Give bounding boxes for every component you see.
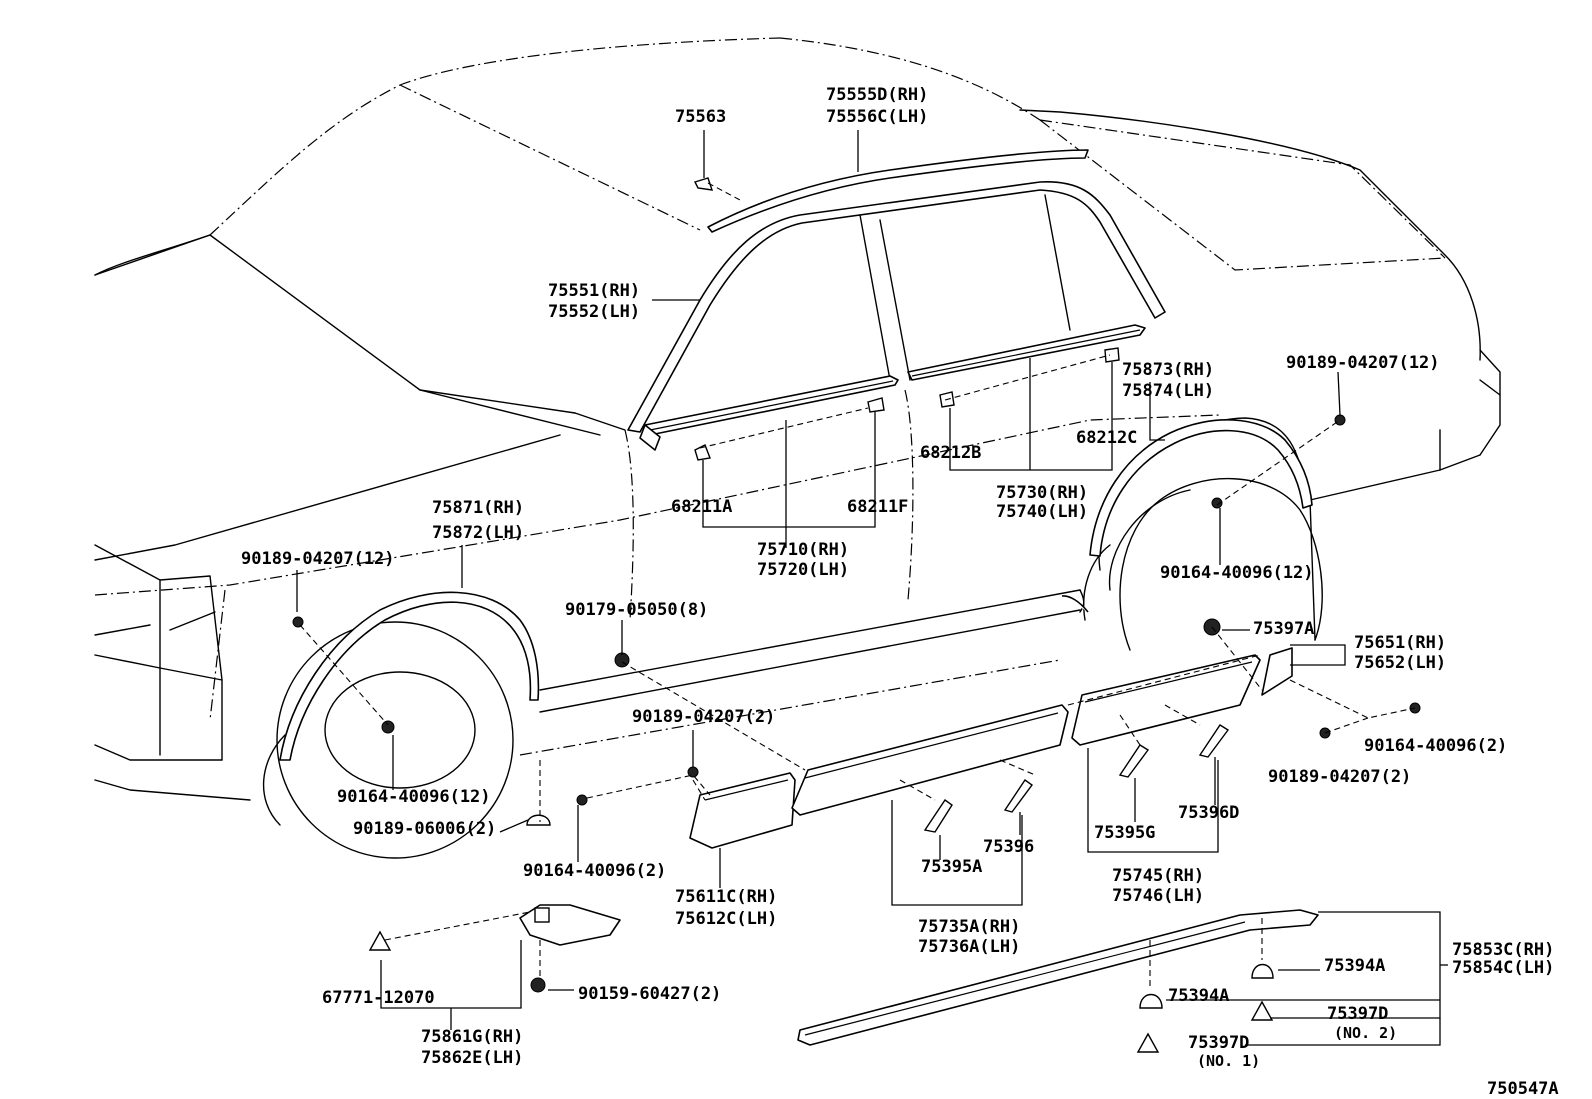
mud-guard-bracket: [519, 904, 621, 946]
front-quarter-side-molding: [689, 772, 796, 849]
part-label-l-75710: 75710(RH): [757, 540, 849, 560]
part-label-l-90189-left: 90189-04207(12): [241, 549, 395, 569]
part-label-l-90164-left: 90164-40096(12): [337, 787, 491, 807]
part-label-l-75555d: 75555D(RH): [826, 85, 928, 105]
part-label-l-75746: 75746(LH): [1112, 886, 1204, 906]
part-number-labels: 75563 75555D(RH)75556C(LH) 75551(RH)75552(…: [241, 85, 1559, 1099]
part-label-l-75397d-1: 75397D: [1188, 1033, 1249, 1053]
car-body-outline: [94, 37, 1501, 859]
part-label-l-90164-2b: 90164-40096(2): [523, 861, 666, 881]
part-label-l-75745: 75745(RH): [1112, 866, 1204, 886]
part-label-l-75720: 75720(LH): [757, 560, 849, 580]
part-label-l-75563: 75563: [675, 107, 726, 127]
explosion-lines: [299, 182, 1416, 990]
rear-door-belt-molding: [907, 324, 1146, 381]
rear-fender-flare: [1089, 419, 1313, 557]
part-label-l-90189-06006: 90189-06006(2): [353, 819, 496, 839]
part-label-l-68211f: 68211F: [847, 497, 908, 517]
part-label-l-75552: 75552(LH): [548, 302, 640, 322]
part-label-l-90189-top: 90189-04207(12): [1286, 353, 1440, 373]
part-label-l-75395g: 75395G: [1094, 823, 1155, 843]
part-label-l-75651: 75651(RH): [1354, 633, 1446, 653]
part-label-l-90189-2b: 90189-04207(2): [1268, 767, 1411, 787]
part-label-l-75652: 75652(LH): [1354, 653, 1446, 673]
leader-lines: [296, 130, 1448, 1046]
part-label-l-75394a-2: 75394A: [1168, 986, 1229, 1006]
front-fender-flare: [279, 591, 540, 761]
part-label-l-75873: 75873(RH): [1122, 360, 1214, 380]
part-label-l-75740: 75740(LH): [996, 502, 1088, 522]
part-label-l-75853c: 75853C(RH): [1452, 940, 1554, 960]
part-label-l-75874: 75874(LH): [1122, 381, 1214, 401]
part-label-l-75854c: 75854C(LH): [1452, 958, 1554, 978]
part-label-l-code: 750547A: [1487, 1079, 1559, 1099]
part-label-l-75612c: 75612C(LH): [675, 909, 777, 929]
front-door-side-molding: [791, 704, 1069, 816]
part-label-l-no2: (NO. 2): [1334, 1024, 1397, 1042]
part-label-l-75872: 75872(LH): [432, 523, 524, 543]
part-label-l-90164-2a: 90164-40096(2): [1364, 736, 1507, 756]
roof-drip-molding: [707, 149, 1089, 233]
part-label-l-75551: 75551(RH): [548, 281, 640, 301]
part-label-l-no1: (NO. 1): [1197, 1052, 1260, 1070]
rear-door-side-molding: [1071, 654, 1261, 746]
part-label-l-75730: 75730(RH): [996, 483, 1088, 503]
part-label-l-75395a: 75395A: [921, 857, 982, 877]
windshield-pillar-molding: [627, 181, 1166, 433]
part-label-l-68211a: 68211A: [671, 497, 732, 517]
molding-clips: [923, 724, 1230, 833]
part-label-l-75861g: 75861G(RH): [421, 1027, 523, 1047]
part-label-l-75397d-2: 75397D: [1327, 1004, 1388, 1024]
part-label-l-75862e: 75862E(LH): [421, 1048, 523, 1068]
rocker-panel-molding: [797, 909, 1319, 1046]
part-label-l-75735a: 75735A(RH): [918, 917, 1020, 937]
part-label-l-75396: 75396: [983, 837, 1034, 857]
part-label-l-75397a: 75397A: [1253, 619, 1314, 639]
part-label-l-75871: 75871(RH): [432, 498, 524, 518]
part-label-l-67771: 67771-12070: [322, 988, 435, 1008]
part-label-l-90179: 90179-05050(8): [565, 600, 708, 620]
part-label-l-68212b: 68212B: [920, 443, 981, 463]
part-label-l-90189-2a: 90189-04207(2): [632, 707, 775, 727]
part-label-l-75394a-1: 75394A: [1324, 956, 1385, 976]
rocker-molding-rear-quarter: [1061, 595, 1089, 613]
part-label-l-75556c: 75556C(LH): [826, 107, 928, 127]
quarter-panel-molding: [1261, 647, 1293, 696]
front-door-belt-molding: [639, 375, 899, 451]
part-label-l-75611c: 75611C(RH): [675, 887, 777, 907]
part-label-l-90159: 90159-60427(2): [578, 984, 721, 1004]
part-label-l-75736a: 75736A(LH): [918, 937, 1020, 957]
part-label-l-68212c: 68212C: [1076, 428, 1137, 448]
door-belt-clips: [694, 177, 1120, 461]
part-label-l-90164-right: 90164-40096(12): [1160, 563, 1314, 583]
part-label-l-75396d: 75396D: [1178, 803, 1239, 823]
